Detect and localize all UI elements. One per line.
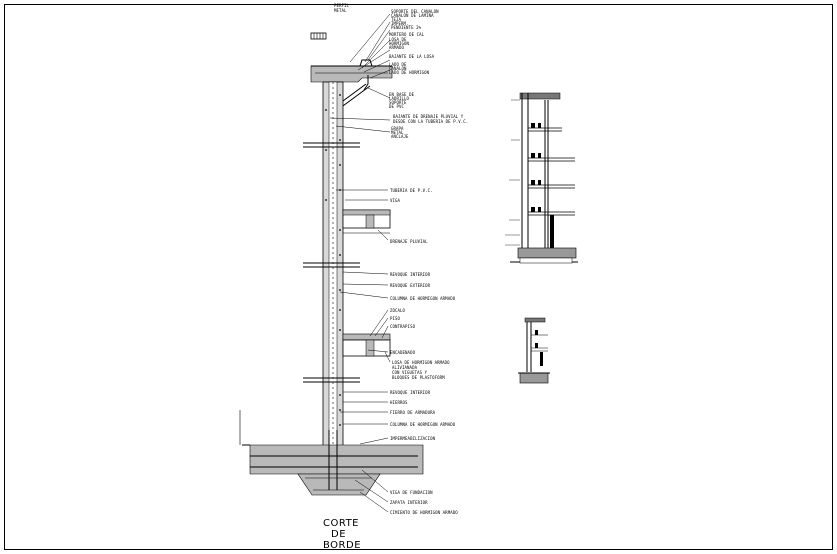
lbl-top-b: METAL [334,8,347,13]
lbl-r4: IMPERM. [391,21,409,26]
lbl-rev-int2: REVOQUE INTERIOR [390,390,431,395]
lbl-r13: LADO DE HORMIGON [389,70,430,75]
lbl-top-a: PERFIL [334,3,350,8]
section-title: CORTE DE BORDE [323,518,361,551]
lbl-r9: ARMADO [389,45,405,50]
title-line-1: CORTE [323,518,359,529]
rebar-dots [325,94,341,426]
lbl-r11: LADO DE [389,62,407,67]
floor-slab [342,333,391,341]
lbl-contrapiso: CONTRAPISO [390,324,416,329]
lbl-ferro: FIERRO DE ARMADURA [390,410,436,415]
lbl-r12: CANALON [389,66,407,71]
lbl-r2: CANALON DE LAMINA [391,13,434,18]
lbl-impermeab: IMPERMEABILIZACION [390,436,436,441]
lbl-r6: MORTERO DE CAL [389,32,425,37]
lbl-drenaje: DRENAJE PLUVIAL [390,239,428,244]
labels: PERFIL METAL SOPORTE DEL CANALON CANALON… [334,3,468,515]
break-lines [303,142,360,383]
sheet-border [4,4,833,550]
lbl-losa3: CON VIGUETAS Y [392,370,428,375]
lbl-zapata: ZAPATA INTERIOR [390,500,428,505]
lbl-bajante2: DESDE CON LA TUBERIA DE P.V.C. [393,119,468,124]
lbl-r7: LOSA DE [389,37,407,42]
lbl-b3: ANCLAJE [391,134,409,139]
main-section [239,32,424,496]
lbl-encadenado: ENCADENADO [390,350,416,355]
lbl-r16: SOPORTE [389,100,407,105]
lbl-rev-ext: REVOQUE EXTERIOR [390,283,431,288]
lbl-columna: COLUMNA DE HORMIGON ARMADO [390,296,456,301]
lbl-losa2: ALIVIANADA [392,365,418,370]
lbl-hierros: HIERROS [390,400,408,405]
lbl-r8: HORMIGON [389,41,410,46]
lbl-r10: BAJANTE DE LA LOSA [389,54,435,59]
lbl-viga: VIGA [390,198,401,203]
title-line-3: BORDE [323,540,361,551]
small-elevation-lower [518,317,550,384]
lbl-r1: SOPORTE DEL CANALON [391,9,439,14]
lbl-piso: PISO [390,316,401,321]
lbl-bajante: BAJANTE DE DRENAJE PLUVIAL Y [393,114,464,119]
lbl-viga-fund: VIGA DE FUNDACION [390,490,433,495]
lbl-rev-int: REVOQUE INTERIOR [390,272,431,277]
small-elevation-upper [505,92,578,264]
lbl-r17: DE PVC [389,104,405,109]
lbl-r5: PENDIENTE 2% [391,25,422,30]
lbl-cimiento: CIMIENTO DE HORMIGON ARMADO [390,510,458,515]
footing [297,473,381,496]
lbl-tuberia: TUBERIA DE P.V.C. [390,188,433,193]
profile-symbol [310,32,327,40]
title-line-2: DE [331,529,346,540]
lbl-b2: METAL [391,130,404,135]
lbl-columna2: COLUMNA DE HORMIGON ARMADO [390,422,456,427]
lbl-losa4: BLOQUES DE PLASTOFORM [392,375,445,380]
lbl-r15: LADRILLO [389,96,410,101]
lbl-r3: TEJA [391,17,402,22]
lbl-zocalo: ZOCALO [390,308,406,313]
lbl-r14: EN BASE DE [389,92,415,97]
lbl-losa1: LOSA DE HORMIGON ARMADO [392,360,450,365]
lbl-b1: GRAPA [391,126,404,131]
leader-lines [329,13,391,513]
